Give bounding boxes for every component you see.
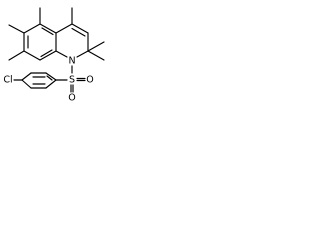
double-bond-outer — [71, 23, 89, 34]
bond — [45, 72, 57, 81]
double-bond-inner — [46, 75, 53, 81]
methyl-bond — [8, 50, 25, 61]
double-bond-inner — [40, 49, 53, 58]
bond — [55, 50, 68, 58]
bond — [39, 23, 57, 34]
double-bond-inner — [41, 27, 54, 36]
double-bond-inner — [71, 27, 86, 37]
methyl-bond — [8, 24, 25, 34]
bond — [21, 79, 32, 89]
molecule-structure-diagram: N S O O Cl — [3, 7, 105, 104]
sulfur-label: S — [69, 75, 75, 86]
bond — [55, 23, 73, 34]
methyl-bond — [87, 50, 105, 61]
bond — [45, 79, 57, 89]
chlorine-label: Cl — [3, 75, 12, 86]
bond — [23, 23, 41, 34]
methyl-groups — [8, 7, 41, 61]
bond — [39, 50, 57, 61]
bond — [76, 50, 89, 58]
benzene-ring-left — [23, 23, 57, 61]
dihydroquinoline-ring — [55, 7, 105, 61]
methyl-bond — [87, 41, 105, 52]
bond — [21, 72, 32, 81]
chlorophenyl-ring — [13, 72, 57, 89]
oxygen-label-bottom: O — [68, 93, 75, 104]
nitrogen-label: N — [68, 56, 75, 67]
bond — [23, 50, 41, 61]
atom-labels: N S O O Cl — [3, 56, 93, 104]
sulfonyl-group — [55, 65, 86, 93]
oxygen-label-right: O — [86, 75, 93, 86]
